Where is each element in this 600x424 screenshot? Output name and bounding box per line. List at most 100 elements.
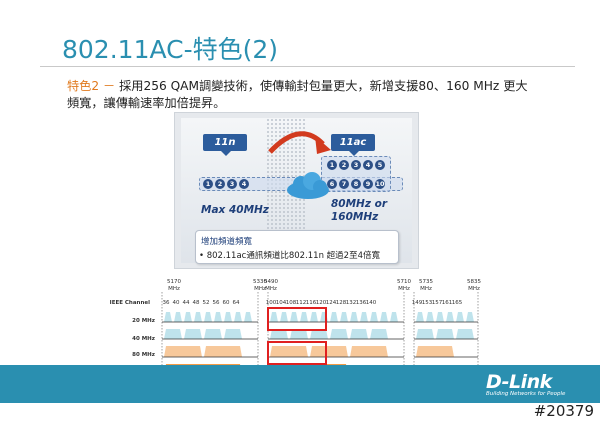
channel-number: 136 [355,300,367,306]
row-20mhz-block [380,312,388,322]
highlight-box [267,307,327,331]
row-40mhz-block [370,329,388,339]
row-20mhz-block [390,312,398,322]
note-text: • 802.11ac通訊頻道比802.11n 超過2至4倍寬 [199,251,380,261]
row-20mhz-block [290,312,298,322]
channel-marker-11n: 4 [239,179,249,189]
channel-number: 153 [421,300,433,306]
row-20mhz-block [270,312,278,322]
channel-number: 128 [335,300,347,306]
channel-marker-11n: 1 [203,179,213,189]
row-20mhz-block [194,312,202,322]
row-20mhz-block [446,312,454,322]
channel-number: 112 [295,300,307,306]
row-80mhz-block [416,346,454,357]
row-40mhz-block [184,329,202,339]
channel-number: 104 [275,300,287,306]
channel-number: 44 [182,300,190,306]
channel-number: 132 [345,300,357,306]
row-40mhz-block [350,329,368,339]
row-20mhz-block [300,312,308,322]
row-20mhz-block [234,312,242,322]
chart-rows [162,312,478,377]
channel-marker-11ac: 9 [363,179,373,189]
row-40mhz-block [270,329,288,339]
row-20mhz-block [456,312,464,322]
channel-marker-11ac: 8 [351,179,361,189]
channel-number: 140 [365,300,377,306]
row-40mhz-block [224,329,242,339]
row-20mhz-block [174,312,182,322]
row-20mhz-block [340,312,348,322]
cloud-icon [287,172,329,199]
row-40mhz-block [290,329,308,339]
channel-number: 64 [232,300,240,306]
row-20mhz-block [184,312,192,322]
row-20mhz-block [330,312,338,322]
row-20mhz-block [244,312,252,322]
page-id: #20379 [533,402,594,420]
feature-text: 採用256 QAM調變技術，使傳輸封包量更大，新增支援80、160 MHz 更大… [67,79,528,110]
row-20mhz-block [204,312,212,322]
tag-11n: 11n [203,134,247,156]
row-label: 40 MHz [132,336,155,342]
tag-11ac: 11ac [331,134,375,156]
row-20mhz-block [426,312,434,322]
row-20mhz-block [436,312,444,322]
chart-highlights [267,307,327,365]
row-40mhz-block [204,329,222,339]
ieee-channel-label: IEEE Channel [109,300,150,306]
channel-marker-11ac: 4 [363,160,373,170]
channel-number: 165 [451,300,463,306]
channel-number: 100 [265,300,277,306]
logo-brand: D-Link [486,371,552,393]
row-20mhz-block [224,312,232,322]
channel-number: 60 [222,300,230,306]
dlink-logo: D-Link Building Networks for People [486,371,565,397]
row-20mhz-block [310,312,318,322]
channel-number: 52 [202,300,210,306]
row-80mhz-block [270,346,308,357]
feature-description: 特色2 － 採用256 QAM調變技術，使傳輸封包量更大，新增支援80、160 … [67,78,537,112]
channel-number: 149 [411,300,423,306]
note-box [195,230,399,264]
curved-arrow-icon [268,131,331,154]
row-20mhz-block [360,312,368,322]
row-20mhz-block [350,312,358,322]
channel-number: 157 [431,300,443,306]
row-80mhz-block [204,346,242,357]
channel-marker-11ac: 1 [327,160,337,170]
channel-number: 48 [192,300,200,306]
channel-number: 161 [441,300,453,306]
row-20mhz-block [466,312,474,322]
channel-number: 36 [162,300,170,306]
feature-label: 特色2 － [67,79,116,93]
channel-number: 56 [212,300,220,306]
row-40mhz-block [436,329,454,339]
row-40mhz-block [416,329,434,339]
row-20mhz-block [370,312,378,322]
label-80-160mhz: 80MHz or 160MHz [331,198,388,223]
channel-number: 120 [315,300,327,306]
logo-tagline: Building Networks for People [486,391,566,397]
note-title: 增加頻道頻寬 [201,237,253,247]
channel-marker-11n: 2 [215,179,225,189]
row-20mhz-block [280,312,288,322]
row-label: 80 MHz [132,352,155,358]
row-80mhz-block [164,346,202,357]
channel-marker-11ac: 10 [375,179,385,189]
row-40mhz-block [330,329,348,339]
row-40mhz-block [456,329,474,339]
slide-title: 802.11AC-特色(2) [62,35,279,64]
row-40mhz-block [164,329,182,339]
label-max-40mhz: Max 40MHz [201,204,269,216]
row-80mhz-block [350,346,388,357]
